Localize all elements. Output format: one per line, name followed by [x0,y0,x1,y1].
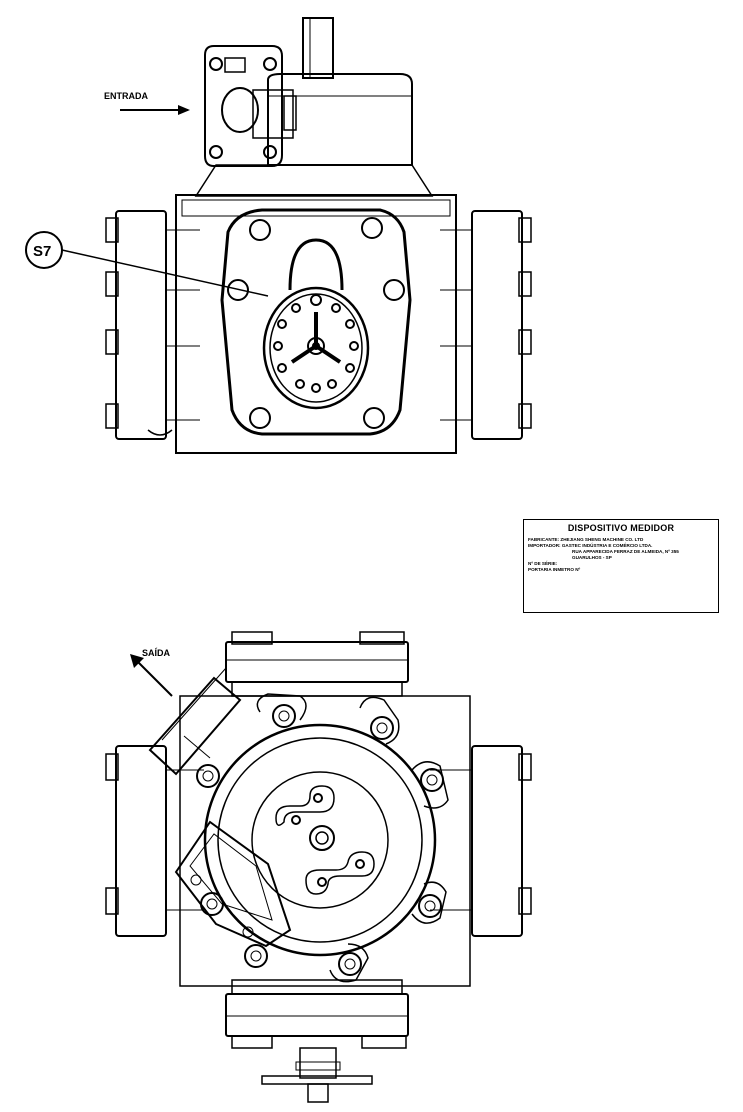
outlet-pipe [148,667,242,776]
inlet-label: ENTRADA [104,91,148,101]
outlet-arrow [130,654,173,697]
nameplate-line-address: RUA APPARECIDA FERRAZ DE ALMEIDA, Nº 355 [572,549,679,554]
nameplate-line-serial: Nº DE SÉRIE: [528,561,558,566]
s7-label: S7 [33,243,51,260]
right-side-flange [440,210,532,440]
nameplate: DISPOSITIVO MEDIDOR FABRICANTE: ZHEJIANG… [523,519,719,613]
top-flange [225,631,409,697]
nameplate-line-manufacturer: FABRICANTE: ZHEJIANG SHENG MACHINE CO. L… [528,537,644,542]
register-box [174,820,292,948]
bolt-bosses [196,693,449,983]
top-shaft [302,17,334,79]
top-view [105,17,532,454]
inlet-arrow [120,105,190,115]
nameplate-line-importer: IMPORTADOR: GASTEC INDÚSTRIA E COMÉRCIO … [528,543,653,548]
nameplate-title: DISPOSITIVO MEDIDOR [567,523,675,533]
bottom-view [105,631,532,1103]
bottom-shaft [261,1047,373,1103]
cap-housing [267,73,413,166]
nameplate-line-ordinance: PORTARIA INMETRO Nº [528,567,581,572]
s7-callout [25,231,269,297]
meter-housing [203,723,437,957]
nameplate-line-city: GUARULHOS - SP [572,555,612,560]
top-body [175,194,457,454]
bottom-right-flange [430,745,532,937]
left-side-flange [105,210,200,440]
bottom-flange [225,979,409,1049]
outlet-label: SAÍDA [142,648,171,658]
gear-cover [220,208,412,436]
inlet-flange [204,45,297,167]
bottom-left-flange [105,745,204,937]
